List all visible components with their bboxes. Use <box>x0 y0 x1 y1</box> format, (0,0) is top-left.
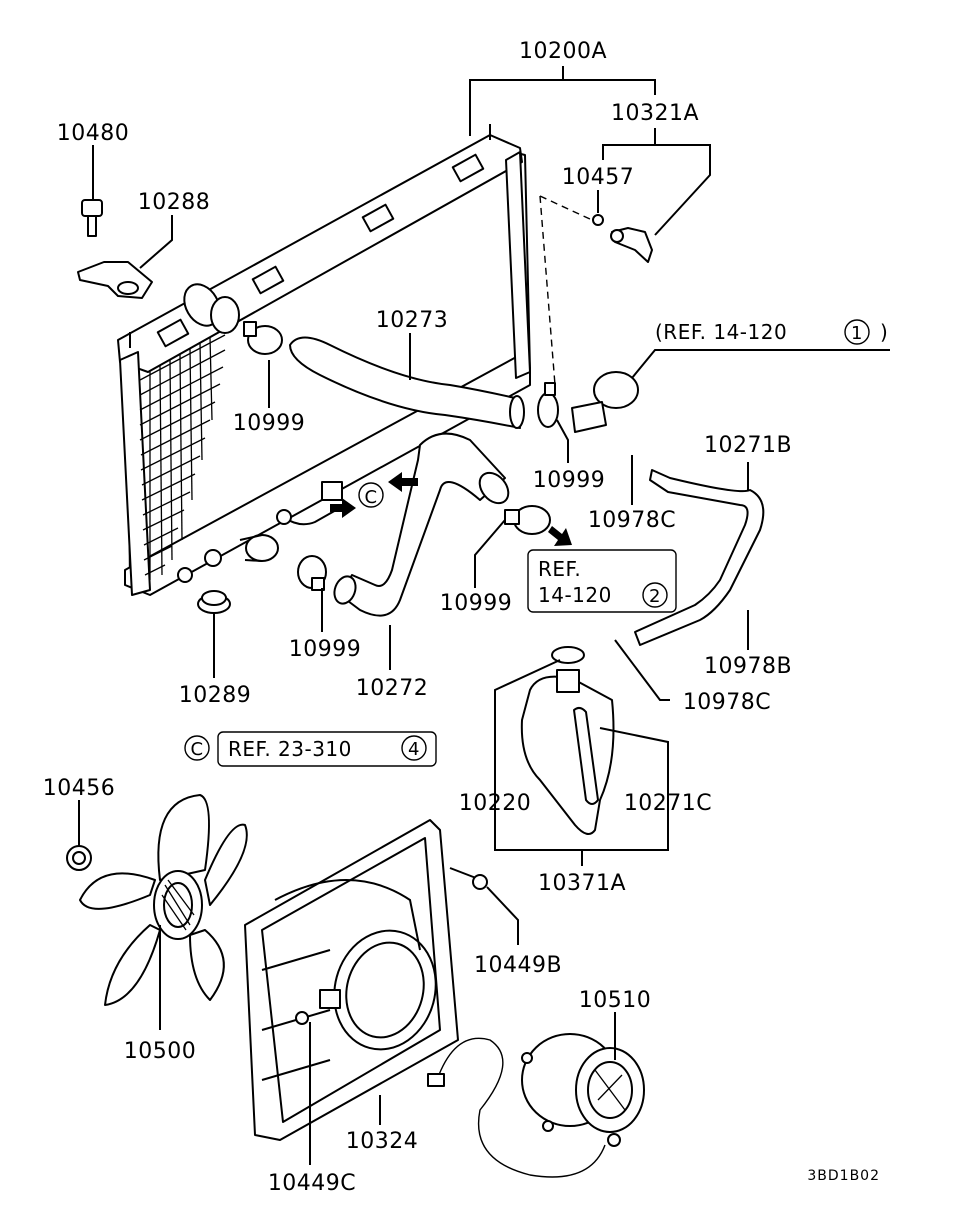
ref-mid-num: 2 <box>649 586 661 607</box>
label-10500: 10500 <box>124 1039 197 1064</box>
arrow-icon <box>330 498 356 518</box>
label-10324: 10324 <box>346 1129 419 1154</box>
label-10272: 10272 <box>356 676 429 701</box>
connector-c-icon: C <box>358 482 384 508</box>
label-10978C-lower: 10978C <box>683 690 771 715</box>
label-10220: 10220 <box>459 791 532 816</box>
label-10480: 10480 <box>57 121 130 146</box>
ref-top-text: (REF. 14-120 <box>655 320 787 344</box>
overflow-hose-10271B <box>634 469 765 646</box>
cooling-fan-10500 <box>79 794 248 1006</box>
radiator-fins <box>139 334 226 580</box>
label-10273: 10273 <box>376 308 449 333</box>
label-10978B: 10978B <box>704 654 792 679</box>
reservoir-tank-10220 <box>520 646 615 835</box>
label-10999-right: 10999 <box>533 468 606 493</box>
hose-clamp-icon <box>297 555 327 591</box>
label-10289: 10289 <box>179 683 252 708</box>
thermostat-housing <box>571 371 639 433</box>
label-10999-lower: 10999 <box>289 637 362 662</box>
label-10457: 10457 <box>562 165 635 190</box>
label-10510: 10510 <box>579 988 652 1013</box>
connector-letter: C <box>364 487 377 508</box>
label-10449C: 10449C <box>268 1171 356 1196</box>
label-10449B: 10449B <box>474 953 562 978</box>
label-10371A: 10371A <box>538 871 626 896</box>
ref-bottom-text: REF. 23-310 <box>228 737 352 761</box>
label-10321A: 10321A <box>611 101 699 126</box>
fan-shroud-10324 <box>244 819 459 1141</box>
ref-mid-line1: REF. <box>538 557 581 581</box>
drain-cock-icon <box>592 214 653 263</box>
ref-bottom-num: 4 <box>408 739 420 760</box>
label-10271B: 10271B <box>704 433 792 458</box>
diagram-code: 3BD1B02 <box>807 1168 880 1184</box>
hose-clamp-icon <box>243 321 283 355</box>
ref-bottom-23-310-4: C REF. 23-310 4 <box>184 731 437 767</box>
arrow-icon <box>388 472 418 492</box>
ref-top-close: ) <box>880 320 888 344</box>
label-10999-left: 10999 <box>233 411 306 436</box>
arrow-icon <box>548 526 572 546</box>
ref-bottom-letter: C <box>190 739 203 760</box>
label-10200A: 10200A <box>519 39 607 64</box>
label-10456: 10456 <box>43 776 116 801</box>
hose-clamp-icon <box>537 382 559 428</box>
bracket-10288-icon <box>77 261 153 299</box>
leader-lines <box>78 66 890 1165</box>
ref-mid-14-120-2: REF. 14-120 2 <box>527 549 677 613</box>
upper-hose-10273 <box>289 336 525 429</box>
label-10288: 10288 <box>138 190 211 215</box>
label-10271C: 10271C <box>624 791 712 816</box>
bolt-10449B-icon <box>449 867 488 890</box>
label-10978C-upper: 10978C <box>588 508 676 533</box>
fan-motor-10510 <box>521 1033 645 1147</box>
lower-hose-10272 <box>333 432 510 617</box>
nut-10456-icon <box>66 845 92 871</box>
ref-top-num: 1 <box>851 323 863 344</box>
part-labels: 10200A 10321A 10457 10480 10288 10273 10… <box>43 39 792 1196</box>
label-10999-mid: 10999 <box>440 591 513 616</box>
ref-mid-line2: 14-120 <box>538 583 612 607</box>
ref-top-14-120-1: (REF. 14-120 1 ) <box>655 319 888 345</box>
hose-clamp-icon <box>504 505 551 535</box>
bolt-10480-icon <box>81 199 103 237</box>
grommet-10289-icon <box>197 590 231 614</box>
